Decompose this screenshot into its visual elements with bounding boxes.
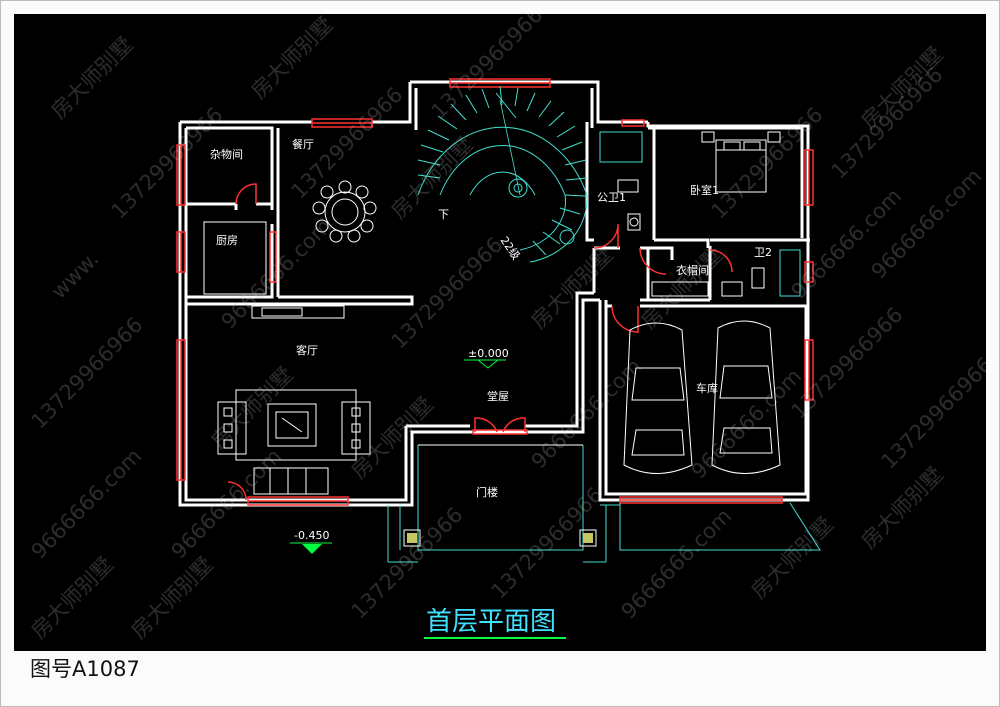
figure-number: 图号A1087	[30, 657, 140, 681]
drawing-sheet: 杂物间 餐厅 厨房 客厅 堂屋 门楼 车库 卧室1 公卫1 卫2 衣帽间 下 2…	[14, 14, 986, 651]
stair-down-label: 下	[438, 208, 449, 221]
kitchen-counter	[203, 221, 267, 295]
bedroom-label: 卧室1	[690, 183, 719, 197]
watermark: 9666666.com	[617, 504, 737, 624]
bedroom-bath-fixtures	[599, 131, 801, 297]
watermark: 房大师别墅	[747, 512, 838, 603]
watermark: 房大师别墅	[387, 132, 478, 223]
watermark: www.	[47, 247, 104, 304]
cars	[623, 320, 781, 474]
living-furniture	[217, 305, 371, 495]
level-markers	[290, 359, 506, 554]
watermark: 13729966966	[427, 14, 548, 124]
watermark: 9666666.com	[527, 354, 647, 474]
cloakroom-label: 衣帽间	[676, 263, 709, 277]
porch-label: 门楼	[476, 485, 498, 499]
watermark-layer: 房大师别墅 13729966966 www. 13729966966 96666…	[27, 14, 986, 644]
watermark: 13729966966	[827, 63, 948, 184]
wc2-label: 卫2	[754, 246, 772, 259]
watermark: 13729966966	[877, 353, 986, 474]
watermark: 房大师别墅	[637, 242, 728, 333]
hall-label: 堂屋	[487, 390, 509, 403]
watermark: 9666666.com	[27, 444, 147, 564]
dining-room-label: 餐厅	[292, 137, 314, 151]
level-main-label: ±0.000	[468, 347, 509, 360]
watermark: 房大师别墅	[347, 392, 438, 483]
watermark: 13729966966	[27, 313, 148, 434]
dining-table	[312, 180, 377, 243]
public-wc-label: 公卫1	[597, 191, 626, 204]
windows	[176, 78, 814, 506]
garage-label: 车库	[696, 381, 718, 395]
drawing-title: 首层平面图	[426, 607, 556, 637]
watermark: 房大师别墅	[27, 552, 118, 643]
watermark: 房大师别墅	[527, 242, 618, 333]
watermark: 9666666.com	[867, 164, 986, 284]
floor-plan: 杂物间 餐厅 厨房 客厅 堂屋 门楼 车库 卧室1 公卫1 卫2 衣帽间 下 2…	[27, 14, 986, 644]
watermark: 房大师别墅	[127, 552, 218, 643]
spiral-stair	[417, 85, 588, 263]
storage-room-label: 杂物间	[210, 147, 243, 161]
porch	[387, 444, 821, 563]
living-room-label: 客厅	[296, 343, 318, 357]
watermark: 13729966966	[387, 233, 508, 354]
kitchen-label: 厨房	[216, 234, 238, 247]
watermark: 房大师别墅	[857, 462, 948, 553]
watermark: 房大师别墅	[247, 14, 338, 104]
level-outdoor-label: -0.450	[294, 529, 329, 542]
watermark: 房大师别墅	[207, 362, 298, 453]
watermark: 房大师别墅	[47, 32, 138, 123]
watermark: 13729966966	[487, 483, 608, 604]
watermark: 13729966966	[347, 503, 468, 624]
